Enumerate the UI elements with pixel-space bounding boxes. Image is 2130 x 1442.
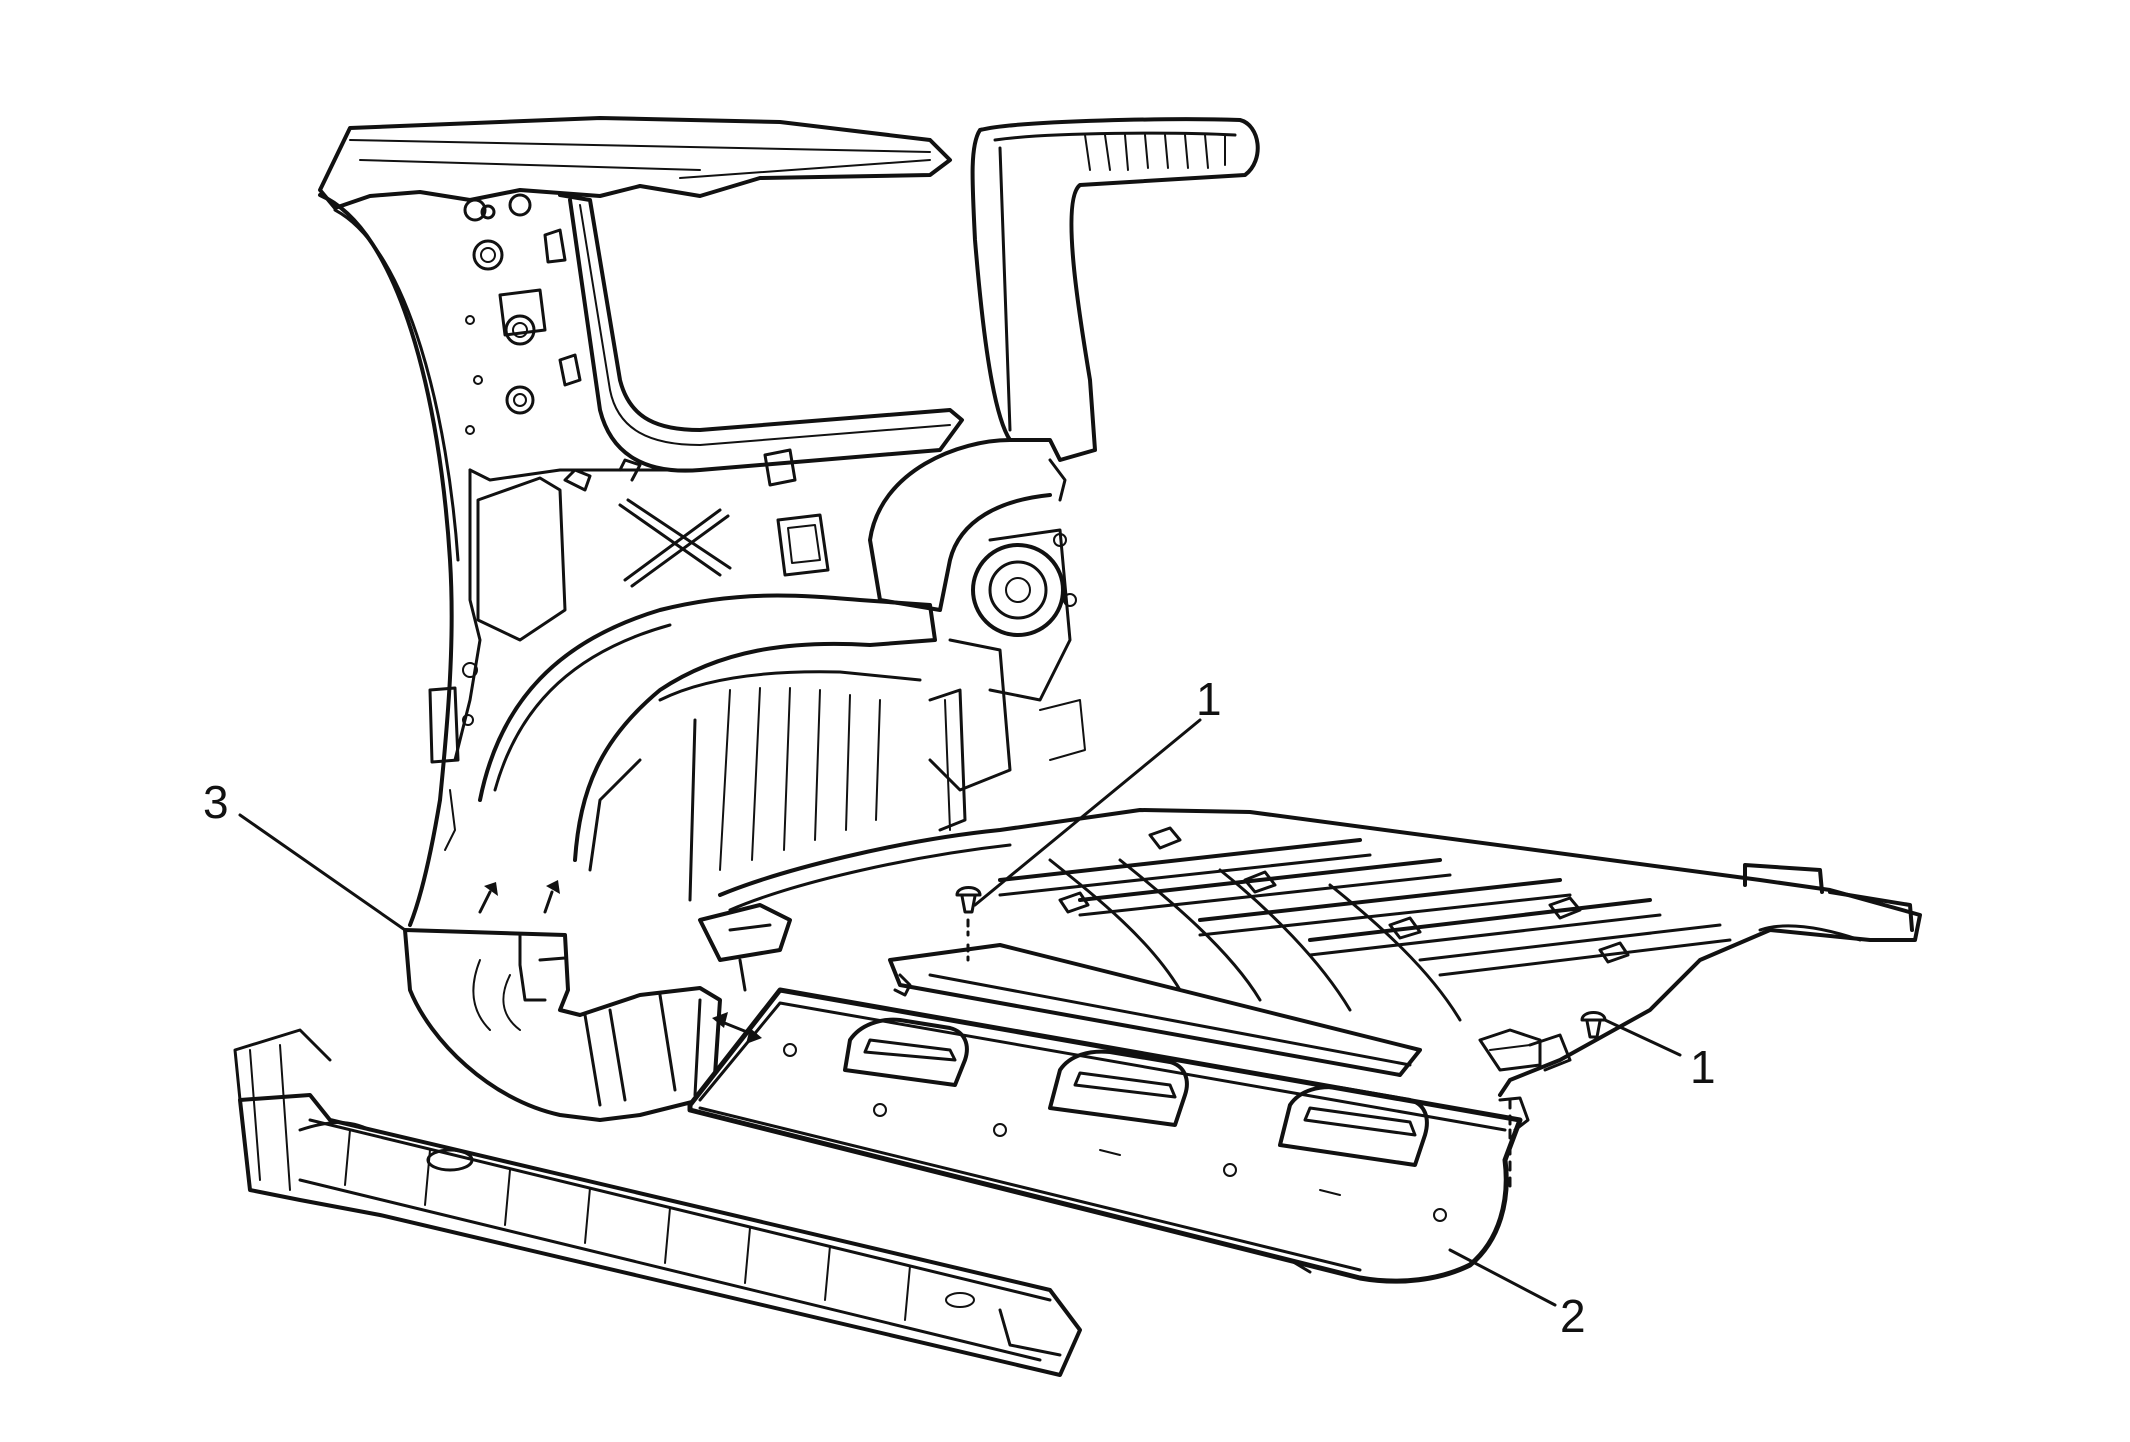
rear-scuff-panel (687, 987, 1523, 1284)
fastener-center (893, 886, 982, 997)
load-floor (698, 808, 1922, 1097)
rear-hvac-duct (868, 117, 1260, 832)
fastener-right (1498, 1011, 1607, 1192)
callout-1-center: 1 (1196, 673, 1222, 725)
quarter-panel-inner (318, 116, 964, 927)
callout-3: 3 (203, 776, 229, 828)
leader-lines (238, 718, 1682, 1307)
callout-2: 2 (1560, 1290, 1586, 1342)
wheelhouse (478, 593, 937, 902)
callout-1-right: 1 (1690, 1041, 1716, 1093)
direction-arrows (478, 880, 762, 1044)
wheelhouse-trim (403, 928, 722, 1122)
lower-floor-left (233, 1028, 1082, 1377)
